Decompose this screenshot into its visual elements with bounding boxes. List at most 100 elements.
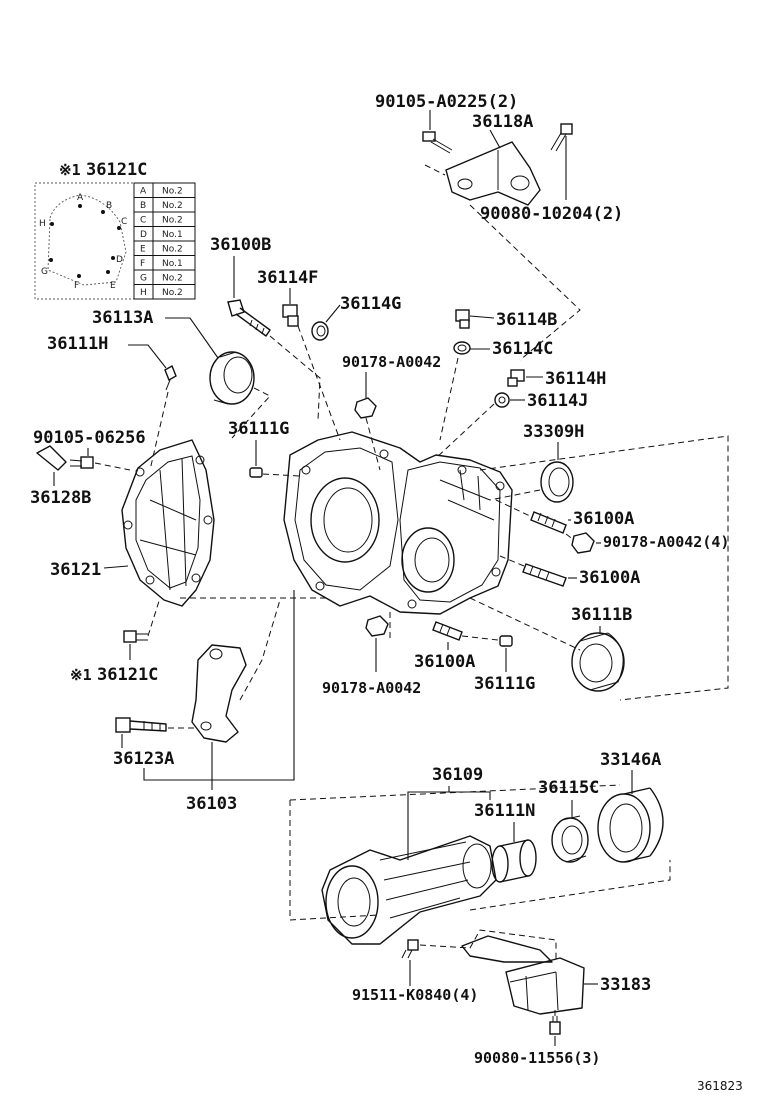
bolt-head (549, 1021, 561, 1035)
bolt-shank (129, 720, 167, 732)
case-bolt-hole (407, 599, 417, 609)
case-ribs (439, 469, 495, 521)
inset-point-label-g: G (41, 267, 48, 277)
bolt-head (80, 456, 94, 469)
plug-36114b (455, 309, 470, 329)
plug-36114f (282, 304, 299, 327)
nut-90178-a0042-4 (571, 532, 595, 554)
label-36121c-bottom: 36121C (97, 665, 158, 685)
dash-right-frame (479, 435, 729, 701)
stud-body (530, 511, 567, 534)
inset-point-label-c: C (121, 217, 127, 227)
label-36113a: 36113A (92, 308, 153, 328)
table-cell-position: H (140, 288, 147, 298)
label-36121c-top: 36121C (86, 160, 147, 180)
dust-cover-33146a (597, 787, 664, 863)
case-bolt-hole (301, 465, 311, 475)
dash-nut-to-case (365, 417, 381, 471)
cover-bolt-hole (123, 520, 133, 530)
bolt-head (227, 299, 245, 317)
bushing-back (519, 839, 537, 877)
gasket-inner (457, 344, 467, 352)
cover-outline (121, 439, 215, 607)
dash-bolt-to-case (269, 335, 321, 421)
label-36128b: 36128B (30, 488, 91, 508)
dash-stud-middle (499, 555, 525, 567)
pin-body (249, 467, 263, 478)
case-bolt-hole (491, 567, 501, 577)
bracket-36128b (36, 445, 67, 471)
shim-outer (540, 461, 574, 503)
table-cell-bolt-type: No.2 (162, 216, 183, 226)
table-cell-position: E (140, 245, 146, 255)
cover-sides (623, 787, 651, 863)
dash-bolt-to-bracket (424, 164, 446, 176)
dash-bracket-to-case (239, 599, 281, 701)
bolt-head (407, 939, 419, 951)
plug-head (282, 304, 298, 318)
label-36114c: 36114C (492, 339, 553, 359)
label-90178-a0042-top: 90178-A0042 (342, 353, 441, 371)
label-36114f: 36114F (257, 268, 318, 288)
bolt-shank (430, 138, 453, 154)
bolt-thread (143, 721, 161, 731)
table-cell-bolt-type: No.2 (162, 201, 183, 211)
stud-36100a-upper (530, 511, 567, 534)
plug-thread (287, 315, 299, 327)
cover-ribs (139, 457, 197, 591)
table-cell-bolt-type: No.1 (162, 259, 183, 269)
label-36111n: 36111N (474, 801, 535, 821)
leader-36109-bracket (407, 786, 491, 800)
pin-body (499, 635, 513, 647)
inset-point-f (77, 274, 81, 278)
case-left-bore-inner (323, 487, 373, 553)
stud-body (522, 563, 567, 587)
dash-pin-bottom (461, 635, 499, 641)
bolt-90080-11556 (549, 1016, 561, 1035)
extension-housing-36109 (321, 835, 497, 945)
gasket-36114g (311, 321, 329, 341)
inset-point-d (111, 256, 115, 260)
label-33309h: 33309H (523, 422, 584, 442)
pin-36111g-top (249, 467, 263, 478)
clip-body (36, 445, 67, 471)
dash-breather-to-cover (149, 391, 169, 471)
label-36114h: 36114H (545, 369, 606, 389)
case-left-flange (294, 447, 399, 591)
label-36109: 36109 (432, 765, 483, 785)
cover-back (649, 787, 664, 857)
label-90105-a0225: 90105-A0225(2) (375, 92, 518, 112)
bolt-head (422, 131, 436, 142)
cover-36121 (121, 439, 215, 607)
inset-point-label-f: F (74, 281, 79, 291)
bushing-36111n (491, 839, 537, 883)
cover-inner (609, 803, 643, 853)
dash-bracket-to-case (469, 204, 581, 361)
transfer-case (283, 431, 513, 615)
label-36103: 36103 (186, 794, 237, 814)
case-bolt-hole (495, 481, 505, 491)
leader-36118a (489, 129, 501, 149)
figure-number: 361823 (697, 1079, 743, 1093)
bolt-head (560, 123, 573, 135)
label-33146a: 33146A (600, 750, 661, 770)
stud-thread (537, 512, 556, 528)
inset-point-label-e: E (110, 281, 116, 291)
bracket-36103 (191, 644, 247, 743)
stud-36100a-lower (432, 621, 463, 641)
bracket-hole-bottom (200, 721, 212, 731)
breather-36111h (164, 364, 177, 391)
gasket-inner (316, 325, 326, 337)
label-36118a: 36118A (472, 112, 533, 132)
table-cell-bolt-type: No.2 (162, 245, 183, 255)
bracket-36118a (445, 141, 541, 206)
table-cell-bolt-type: No.1 (162, 230, 183, 240)
case-right-bore (401, 527, 455, 593)
cover-bolt-hole (145, 575, 155, 585)
label-36100a-2: 36100A (579, 568, 640, 588)
inset-point-c (117, 226, 121, 230)
label-36111h: 36111H (47, 334, 108, 354)
table-cell-bolt-type: No.2 (162, 274, 183, 284)
seal-side (561, 815, 587, 863)
